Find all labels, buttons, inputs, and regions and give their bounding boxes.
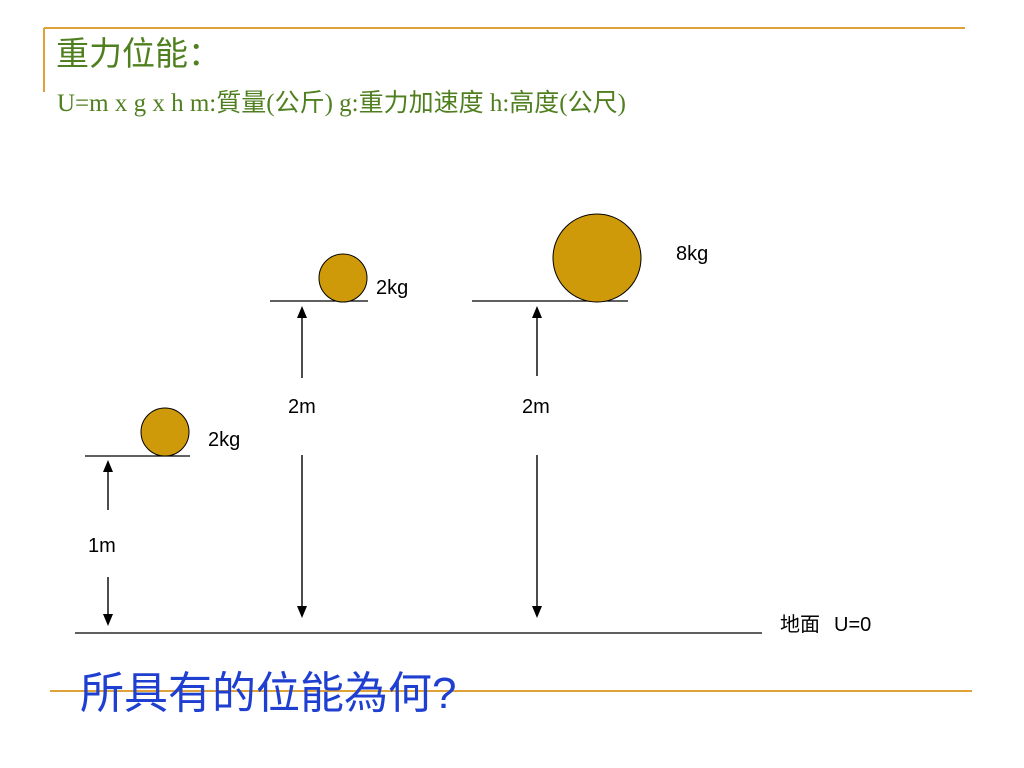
ball-left	[140, 407, 190, 457]
arrow-left-up	[103, 460, 113, 510]
height-label-mid: 2m	[288, 396, 316, 418]
height-label-right: 2m	[522, 396, 550, 418]
slide-title: 重力位能：	[56, 34, 221, 73]
arrow-mid-down	[297, 455, 307, 618]
height-label-left: 1m	[88, 535, 116, 557]
mass-label-left: 2kg	[208, 429, 241, 451]
arrow-right-down	[532, 455, 542, 618]
ball-mid	[318, 253, 368, 303]
question-mark: ?	[432, 669, 457, 718]
ball-right	[552, 213, 642, 303]
mass-label-right: 8kg	[676, 243, 709, 265]
ground-caption: 地面 U=0	[780, 612, 871, 637]
arrow-left-down	[103, 577, 113, 626]
question-text: 所具有的位能為何?	[80, 666, 456, 722]
ground-label: 地面	[780, 612, 820, 636]
formula-text: U=m x g x h m:質量(公斤) g:重力加速度 h:高度(公尺)	[57, 90, 626, 117]
mass-label-mid: 2kg	[376, 277, 409, 299]
ground-energy: U=0	[834, 614, 872, 636]
question-body: 所具有的位能為何	[80, 668, 432, 719]
arrow-mid-up	[297, 306, 307, 378]
arrow-right-up	[532, 306, 542, 376]
